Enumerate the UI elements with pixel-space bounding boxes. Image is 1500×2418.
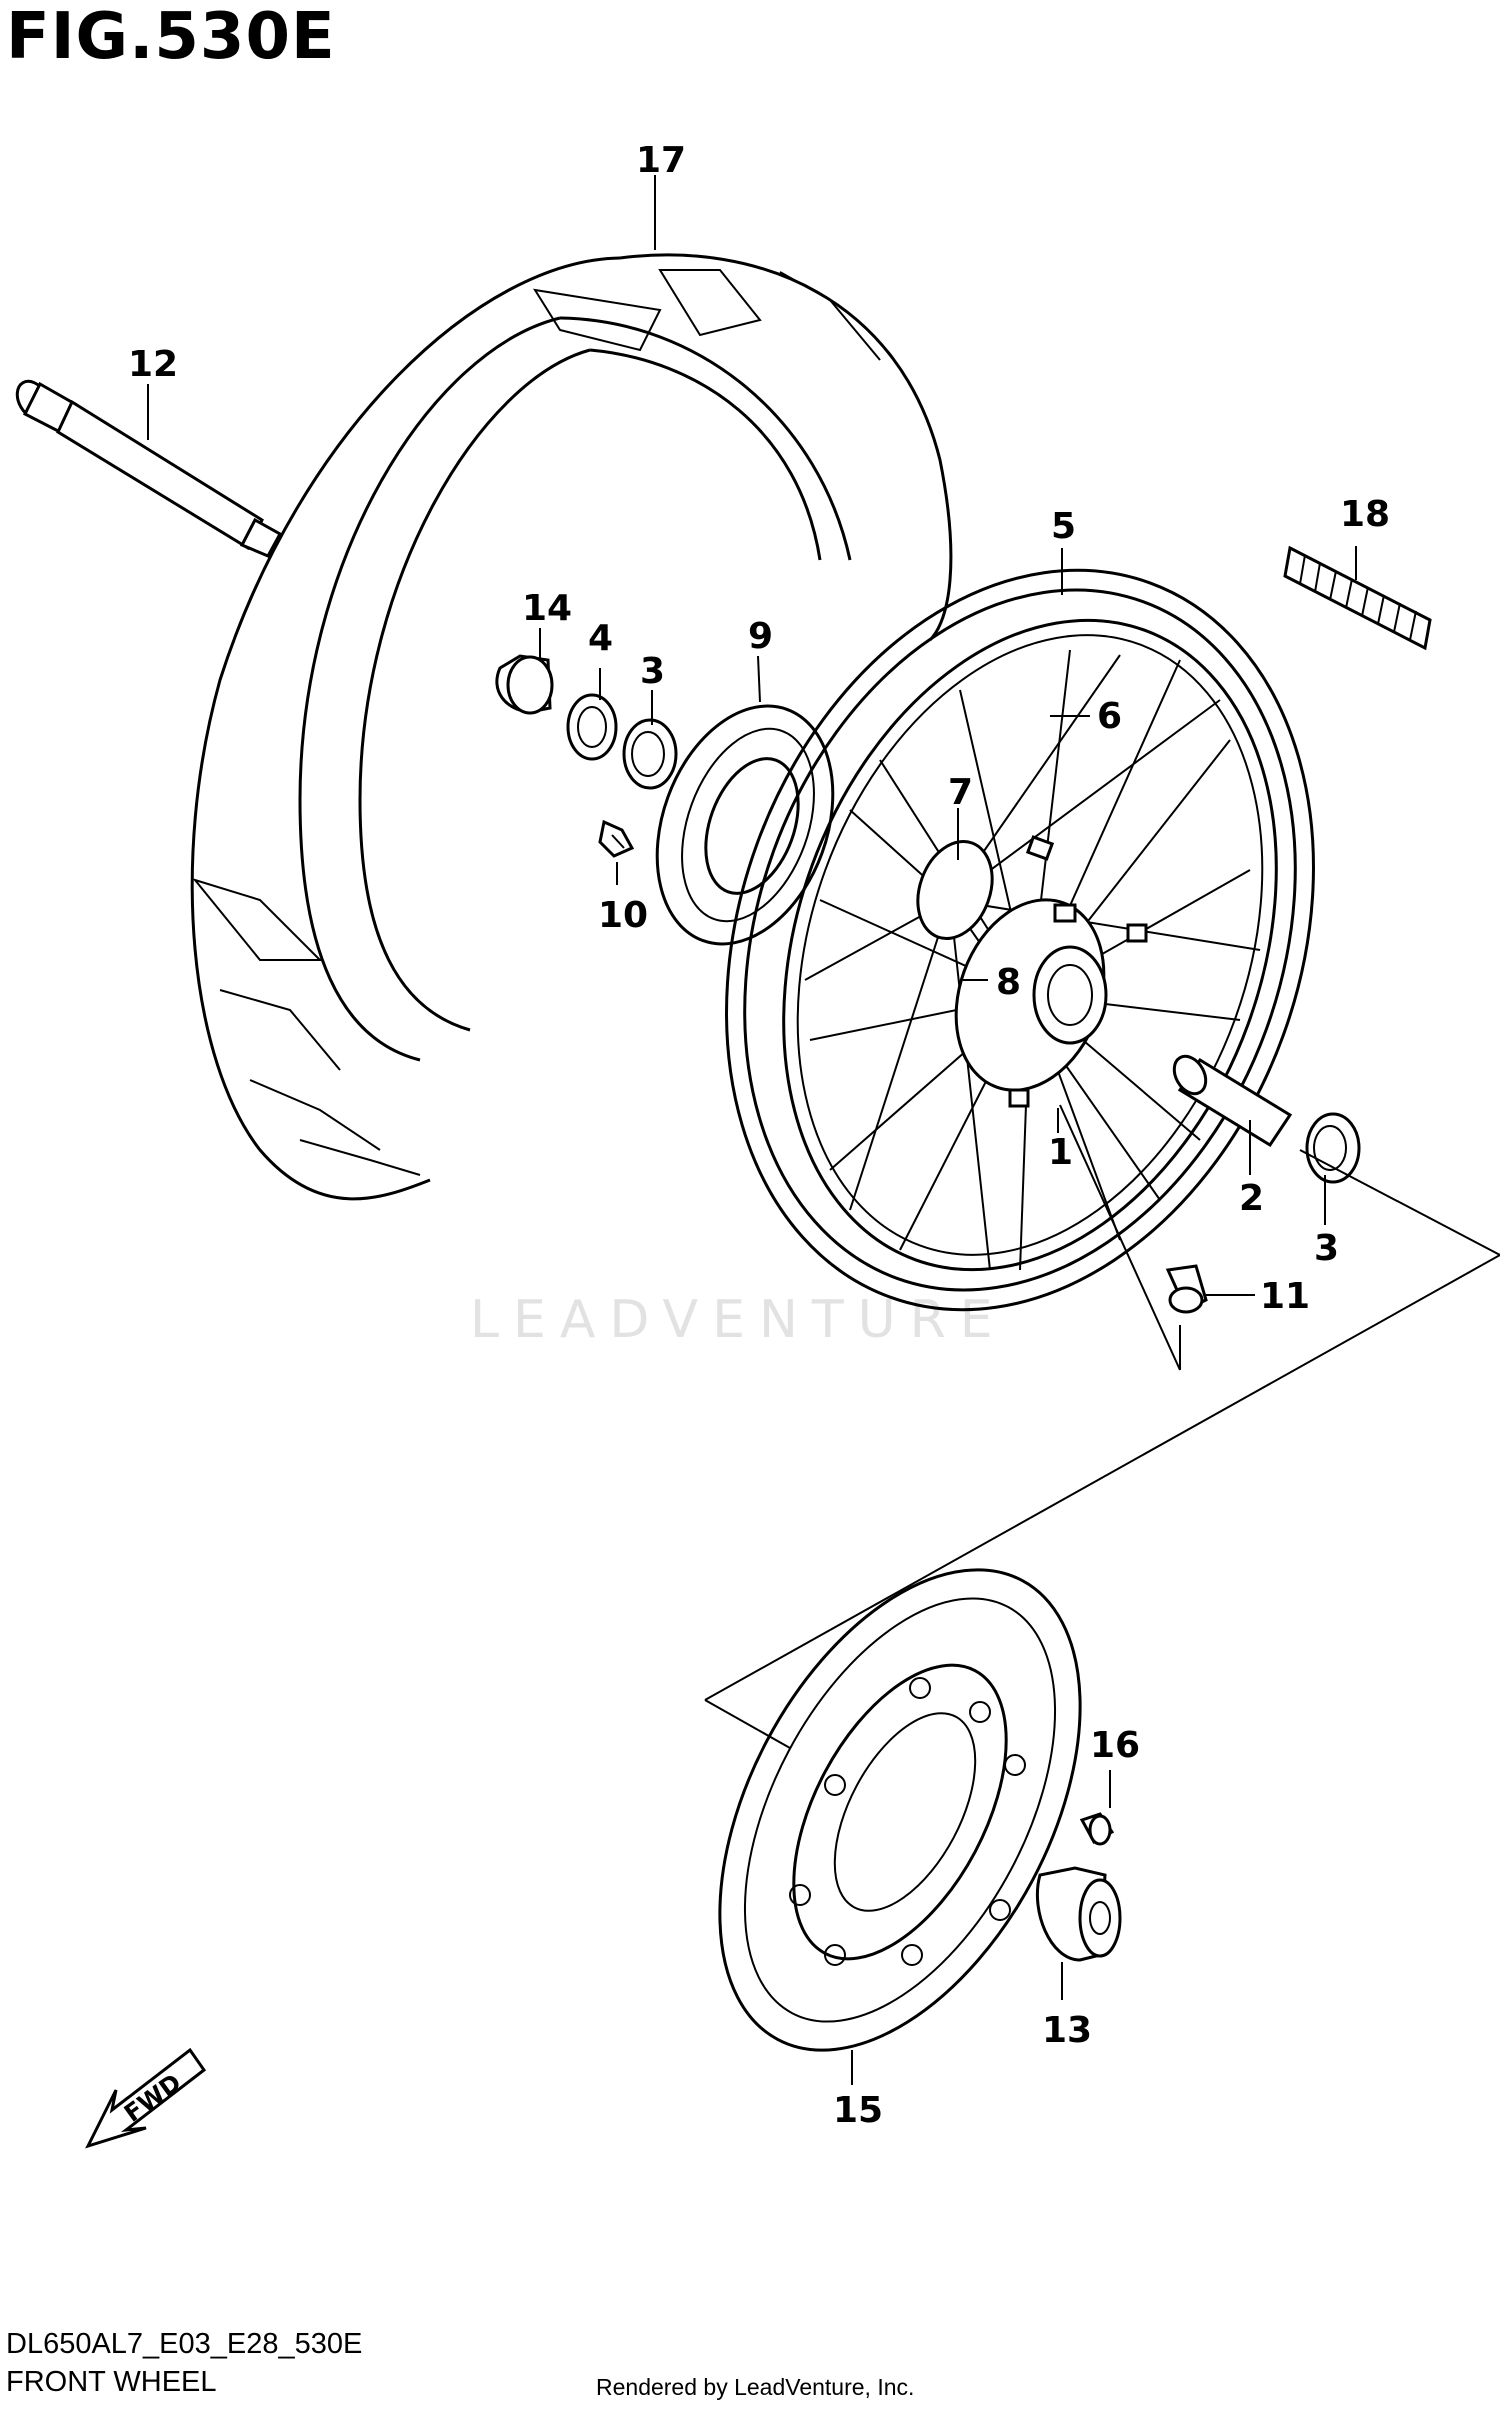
- brake-disc-15: [718, 1568, 1082, 2052]
- callout-3-right: 3: [1314, 1228, 1339, 1269]
- callout-13: 13: [1042, 2010, 1092, 2051]
- assembly-lines: [704, 1104, 1500, 1749]
- screw-16: [1079, 1812, 1115, 1846]
- watermark: LEADVENTURE: [470, 1290, 1007, 1350]
- rendered-by: Rendered by LeadVenture, Inc.: [596, 2374, 915, 2400]
- callout-14: 14: [522, 588, 572, 629]
- bearing-3-right: [1305, 1112, 1361, 1184]
- collar-13: [1035, 1866, 1122, 1962]
- figure-name: FRONT WHEEL: [6, 2366, 217, 2398]
- tire: [190, 253, 953, 1201]
- callout-18: 18: [1340, 494, 1390, 535]
- axle: [15, 379, 283, 558]
- weight-strip-18: [1283, 545, 1432, 651]
- callout-12: 12: [128, 344, 178, 385]
- hub: [916, 835, 1148, 1108]
- spacer-2: [1172, 1054, 1293, 1148]
- seal-4: [566, 693, 618, 761]
- fwd-arrow: FWD: [85, 2047, 207, 2149]
- callout-7: 7: [948, 772, 973, 813]
- callout-4: 4: [588, 618, 613, 659]
- figure-title: FIG.530E: [6, 0, 336, 74]
- callout-9: 9: [748, 616, 773, 657]
- callout-15: 15: [833, 2090, 883, 2131]
- callout-17: 17: [636, 140, 686, 181]
- callout-16: 16: [1090, 1725, 1140, 1766]
- callout-6: 6: [1097, 696, 1122, 737]
- callout-5: 5: [1051, 506, 1076, 547]
- valve-11: [1165, 1264, 1255, 1314]
- callout-1: 1: [1048, 1132, 1073, 1173]
- bearing-3-left: [622, 718, 678, 790]
- leader-lines: [147, 175, 1357, 2085]
- callout-11: 11: [1260, 1276, 1310, 1317]
- callout-8: 8: [996, 962, 1021, 1003]
- callout-3-left: 3: [640, 651, 665, 692]
- figure-code: DL650AL7_E03_E28_530E: [6, 2328, 363, 2360]
- wheel-rim: [725, 568, 1315, 1312]
- callout-2: 2: [1239, 1178, 1264, 1219]
- collar-14: [495, 654, 554, 715]
- sensor-ring: [655, 704, 835, 946]
- callout-10: 10: [598, 895, 648, 936]
- bolt-10: [598, 819, 635, 858]
